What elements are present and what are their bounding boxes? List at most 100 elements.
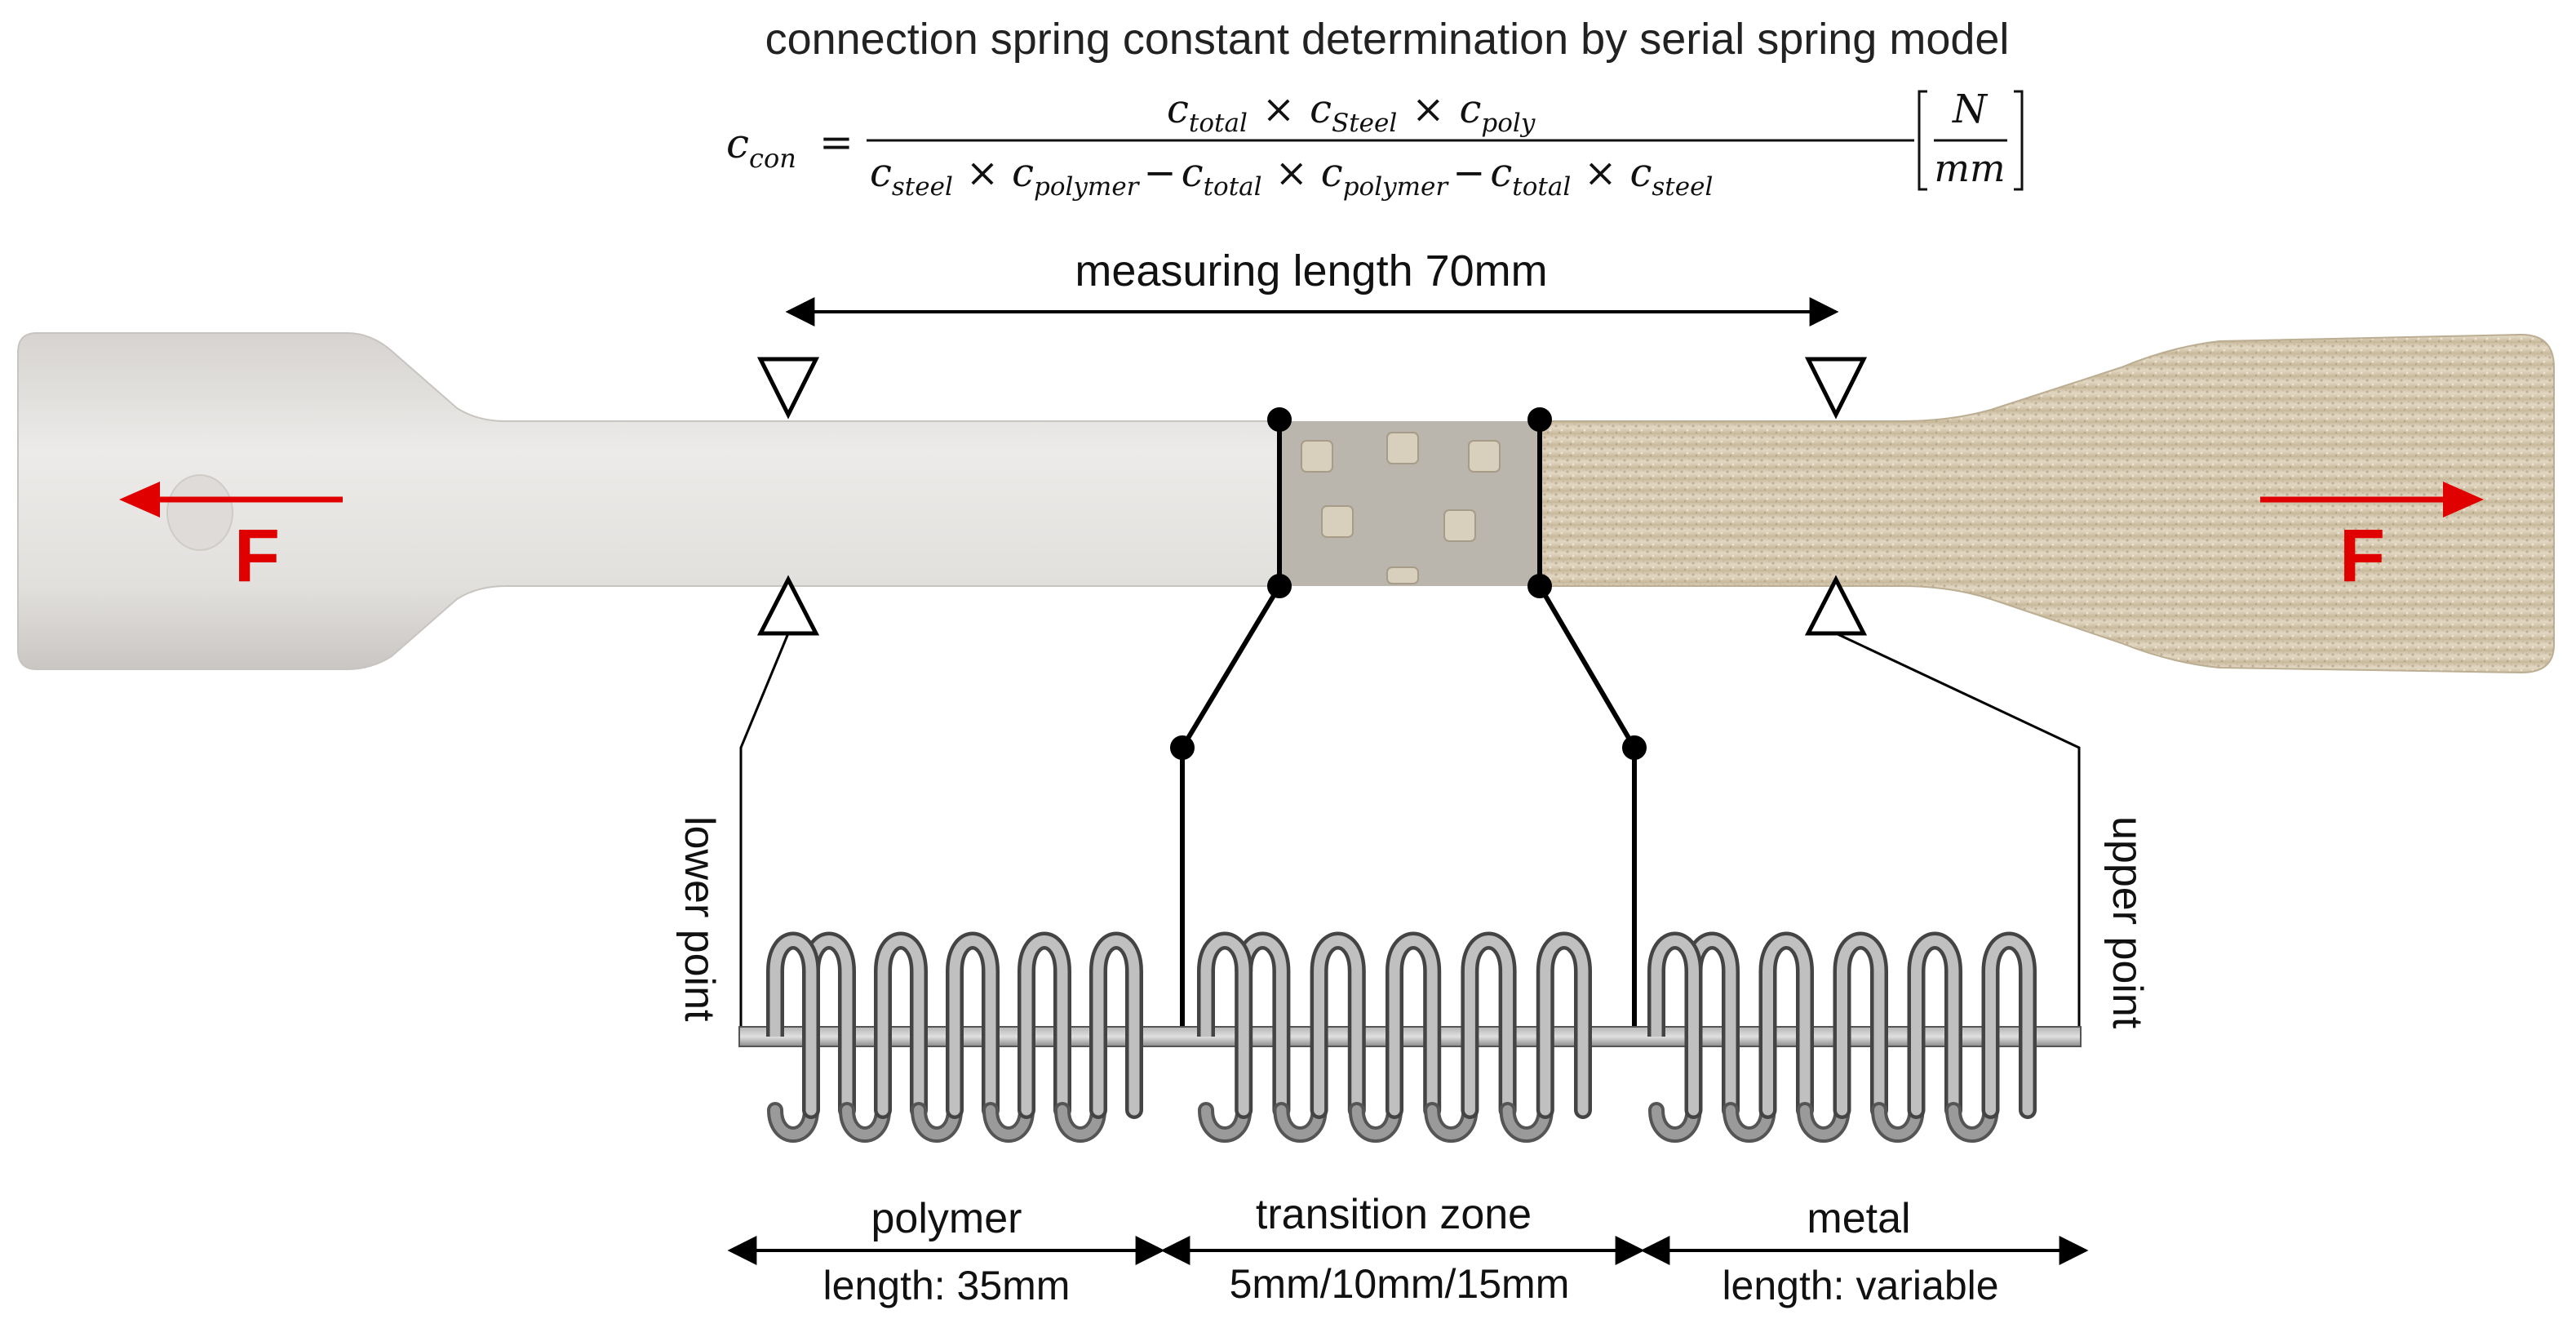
spring-coil-front [1981, 931, 2037, 1119]
unit-bracket-close [2014, 90, 2024, 191]
formula-times: × [1262, 87, 1295, 132]
transition-spring [1197, 931, 1592, 1143]
polymer-part [17, 332, 1282, 670]
spring-coil-back [914, 1105, 960, 1139]
spring-coil-front [1911, 935, 1959, 1116]
spring-coil-back [1949, 1105, 1996, 1139]
lower-point-bottom-marker [756, 575, 820, 636]
spring-coil-front [1461, 931, 1517, 1119]
spring-coil-back [1800, 1105, 1847, 1139]
formula-minus: − [1143, 150, 1176, 196]
spring-coil-front [1985, 935, 2033, 1116]
spring-end-hook [1200, 935, 1249, 1037]
spring-end-hook [769, 935, 817, 1037]
formula-num-c-steel: c [1310, 87, 1332, 132]
formula-num-c-poly: c [1460, 87, 1482, 132]
formula-lhs-sub: con [749, 143, 796, 174]
lower-point-label: lower point [676, 816, 723, 1022]
svg-text:ccon: ccon [726, 120, 796, 174]
transition-section-name: transition zone [1256, 1191, 1532, 1238]
spring-coil-back [1351, 1105, 1399, 1139]
formula-equals: = [819, 118, 853, 166]
spring-coil-back [770, 1105, 816, 1139]
spring-coil-front [1536, 931, 1592, 1119]
spring-coil-front [1907, 931, 1962, 1119]
polymer-spring [766, 931, 1143, 1143]
unit-denominator: mm [1934, 146, 2005, 190]
formula-times: × [1584, 150, 1616, 196]
formula-den-sub-total: total [1512, 172, 1571, 202]
tensile-specimen [17, 332, 2555, 674]
spring-end-hook [1651, 935, 1699, 1037]
formula-lhs-c: c [726, 120, 749, 167]
spring-coil-front [1093, 935, 1140, 1116]
upper-point-label: upper point [2104, 816, 2151, 1029]
metal-section-name: metal [1807, 1195, 1910, 1242]
transition-section-length: 5mm/10mm/15mm [1230, 1261, 1570, 1307]
measuring-point-markers [756, 357, 1868, 636]
formula-den-c-steel: c [870, 150, 892, 196]
serial-springs [738, 931, 2082, 1143]
left-force-arrowhead [119, 482, 160, 517]
formula-num-c-total: c [1167, 87, 1189, 132]
spring-coil-front [1021, 935, 1068, 1116]
spring-coil-front [1464, 935, 1514, 1116]
spring-coil-front [1833, 931, 1888, 1119]
spring-coil-back [1427, 1105, 1475, 1139]
connection-spring-formula: ccon = ctotal×cSteel×cpoly csteel×cpolym… [726, 87, 2024, 202]
spring-coil-front [1314, 935, 1363, 1116]
spring-coil-front [1762, 935, 1811, 1116]
right-force-arrowhead [2443, 482, 2484, 517]
spring-coil-front [1540, 935, 1589, 1116]
measuring-point-leaders [739, 632, 2081, 1037]
spring-coil-back [1726, 1105, 1773, 1139]
diagram-title: connection spring constant determination… [765, 15, 2010, 64]
formula-den-sub-polymer: polymer [1034, 172, 1141, 202]
formula-den-sub-steel: steel [892, 172, 953, 202]
svg-text:csteel×cpolymer−ctotal×cpolyme: csteel×cpolymer−ctotal×cpolymer−ctotal×c… [870, 150, 1713, 202]
spring-coil-front [949, 935, 996, 1116]
polymer-hole [166, 474, 233, 551]
formula-times: × [1275, 150, 1308, 196]
polymer-section-name: polymer [871, 1195, 1022, 1242]
upper-point-bottom-marker [1804, 575, 1868, 636]
formula-den-sub-steel: steel [1652, 172, 1713, 202]
unit-numerator: N [1952, 87, 1989, 132]
formula-den-c-total: c [1490, 150, 1512, 196]
spring-coil-back [1502, 1105, 1550, 1139]
formula-num-sub-total: total [1189, 109, 1248, 138]
upper-point-top-marker [1804, 357, 1868, 420]
spring-coil-back [1276, 1105, 1324, 1139]
spring-coil-front [1386, 931, 1442, 1119]
formula-den-c-polymer: c [1012, 150, 1034, 196]
measuring-length-label: measuring length 70mm [1075, 247, 1547, 295]
metal-part [1537, 333, 2555, 674]
metal-spring [1647, 931, 2037, 1143]
right-force-label: F [2339, 514, 2385, 597]
metal-section-length: length: variable [1722, 1263, 1998, 1308]
transition-boundaries [1170, 407, 1647, 1037]
spring-coil-front [1389, 935, 1438, 1116]
spring-coil-back [1057, 1105, 1103, 1139]
section-labels: polymer transition zone metal length: 35… [727, 1191, 2089, 1308]
polymer-section-length: length: 35mm [823, 1263, 1071, 1308]
spring-coil-back [1652, 1105, 1699, 1139]
formula-times: × [1412, 87, 1444, 132]
spring-coil-front [877, 935, 924, 1116]
spring-coil-front [1837, 935, 1885, 1116]
force-arrows: F F [119, 482, 2484, 597]
unit-bracket-open [1918, 90, 1927, 191]
left-force-label: F [234, 514, 280, 597]
formula-num-sub-poly: poly [1481, 109, 1535, 138]
formula-den-sub-polymer: polymer [1343, 172, 1450, 202]
formula-minus: − [1452, 150, 1485, 196]
spring-coil-back [1201, 1105, 1249, 1139]
formula-num-sub-steel: Steel [1332, 109, 1397, 138]
formula-den-c-steel: c [1630, 150, 1652, 196]
transition-nodes [1301, 432, 1501, 584]
formula-den-c-polymer: c [1321, 150, 1343, 196]
spring-coil-front [1310, 931, 1366, 1119]
spring-coil-front [1758, 931, 1814, 1119]
spring-coil-back [842, 1105, 888, 1139]
